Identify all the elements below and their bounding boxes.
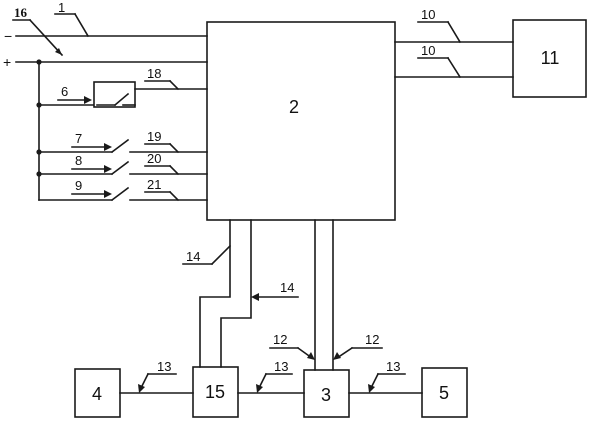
label-6: 6 [61, 84, 68, 99]
relay-6-switch-blade [113, 92, 130, 107]
label-18: 18 [147, 66, 161, 81]
label-7: 7 [75, 131, 82, 146]
block-2-label: 2 [289, 97, 299, 117]
block-4 [74, 368, 121, 418]
label-1: 1 [58, 0, 65, 15]
leader-16-arrowhead [55, 48, 62, 55]
leader-8-arrowhead [104, 165, 112, 173]
label-10-upper: 10 [421, 7, 435, 22]
label-19: 19 [147, 129, 161, 144]
label-9: 9 [75, 178, 82, 193]
block-4-label: 4 [92, 384, 102, 404]
positive-terminal: + [3, 54, 11, 70]
block-15-label: 15 [205, 382, 225, 402]
label-13-middle: 13 [274, 359, 288, 374]
leader-7-arrowhead [104, 143, 112, 151]
leader-16-line [28, 18, 64, 57]
leader-18-tick [168, 79, 180, 91]
leader-21-tick [168, 190, 180, 202]
label-16: 16 [14, 5, 28, 20]
leader-14-right-arrowhead [251, 293, 259, 301]
leader-19-tick [168, 142, 180, 154]
label-21: 21 [147, 177, 161, 192]
block-11-label: 11 [541, 48, 560, 68]
junction-dot [36, 59, 42, 65]
label-13-left: 13 [157, 359, 171, 374]
negative-terminal: − [4, 28, 12, 44]
leader-10-upper-tick [446, 20, 462, 44]
relay-6-box [93, 81, 136, 108]
leader-14-left-tick [210, 244, 232, 266]
leader-13-right-arrowhead [368, 384, 375, 393]
leader-9-arrowhead [104, 190, 112, 198]
label-12-right: 12 [365, 332, 379, 347]
line-14-inner [220, 219, 252, 368]
block-3-label: 3 [321, 385, 331, 405]
label-12-left: 12 [273, 332, 287, 347]
leader-20-tick [168, 164, 180, 176]
label-10-lower: 10 [421, 43, 435, 58]
leader-12-right-arrowhead [333, 352, 341, 360]
label-14-left: 14 [186, 249, 200, 264]
switch-7-blade [110, 138, 130, 154]
label-8: 8 [75, 153, 82, 168]
label-20: 20 [147, 151, 161, 166]
block-5-label: 5 [439, 383, 449, 403]
switch-9-blade [110, 186, 130, 202]
leader-10-lower-tick [446, 56, 462, 79]
leader-12-left-arrowhead [307, 352, 315, 360]
leader-13-left-arrowhead [138, 384, 145, 393]
leader-6-arrowhead [84, 96, 92, 104]
leader-13-middle-arrowhead [256, 384, 263, 393]
label-14-right: 14 [280, 280, 294, 295]
block-11 [512, 19, 587, 98]
block-15 [192, 366, 239, 418]
line-14-outer [199, 219, 231, 368]
block-2 [206, 21, 396, 221]
switch-8-blade [110, 160, 130, 176]
label-13-right: 13 [386, 359, 400, 374]
leader-1-tick [73, 12, 90, 38]
block-5 [421, 367, 468, 418]
